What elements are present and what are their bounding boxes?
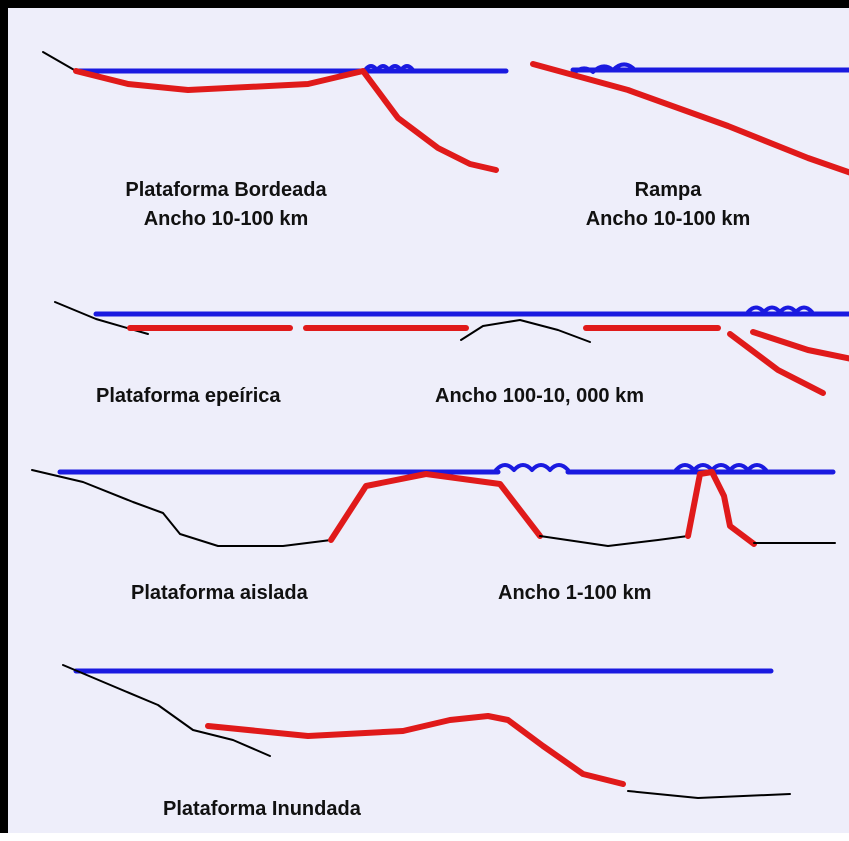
drowned-seafloor-2 [627, 790, 791, 799]
ramp-width-label: Ancho 10-100 km [585, 208, 751, 230]
rimmed-platform [73, 68, 499, 173]
epeiric-reef [746, 305, 814, 314]
drowned-profile [62, 664, 791, 799]
rimmed-name-label: Plataforma Bordeada [125, 179, 327, 201]
ramp-platform [530, 61, 849, 176]
rimmed-shelf-profile [42, 51, 509, 173]
isolated-platform-2 [685, 469, 757, 547]
rimmed-seafloor [42, 51, 77, 72]
isolated-seafloor-1 [31, 469, 332, 547]
isolated-profile [31, 463, 836, 547]
isolated-seafloor-2 [539, 535, 689, 547]
ramp-profile [530, 61, 849, 176]
epeiric-width-label: Ancho 100-10, 000 km [435, 385, 644, 407]
isolated-width-label: Ancho 1-100 km [498, 582, 652, 604]
drowned-seafloor-1 [62, 664, 271, 757]
rimmed-width-label: Ancho 10-100 km [143, 208, 309, 230]
ramp-reef [571, 62, 635, 76]
isolated-platform-1 [328, 471, 543, 543]
epeiric-slope-2 [750, 329, 849, 362]
epeiric-profile [54, 301, 849, 396]
ramp-name-label: Rampa [634, 179, 702, 201]
isolated-reef-2 [674, 463, 768, 472]
epeiric-name-label: Plataforma epeírica [96, 385, 281, 407]
platform-profiles [31, 51, 849, 799]
isolated-name-label: Plataforma aislada [131, 582, 308, 604]
isolated-reef-1 [494, 463, 570, 472]
epeiric-mound [460, 319, 591, 343]
drowned-name-label: Plataforma Inundada [163, 798, 361, 820]
rimmed-reef [363, 64, 415, 72]
epeiric-slope-1 [727, 331, 826, 396]
drowned-platform [205, 713, 626, 787]
